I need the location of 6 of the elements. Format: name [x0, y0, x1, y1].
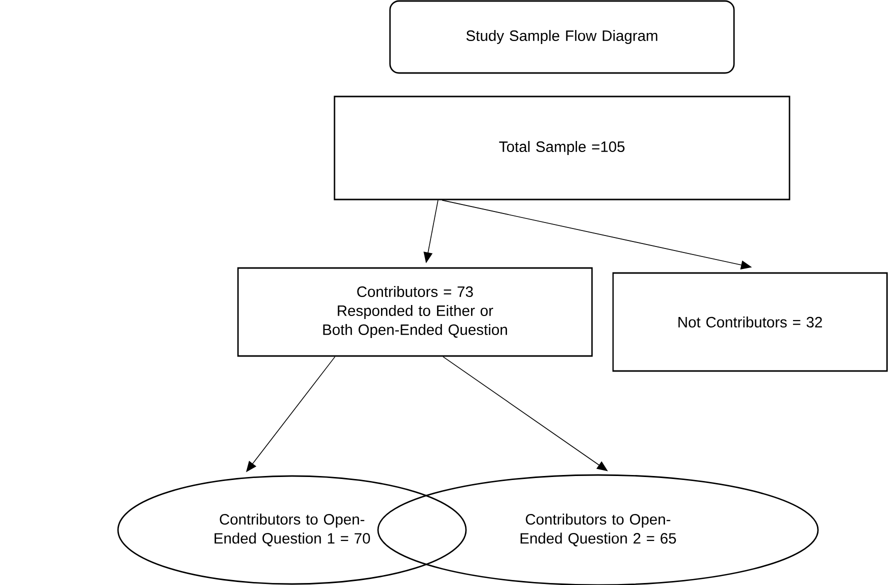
ellipse-node: Contributors to Open-Ended Question 1 = 70 [117, 475, 467, 585]
process-box: Total Sample =105 [334, 96, 790, 200]
title-box: Study Sample Flow Diagram [389, 0, 735, 74]
process-box: Contributors = 73 Responded to Either or Both Open-Ended Question [237, 267, 593, 357]
arrow [442, 356, 608, 472]
process-box: Not Contributors = 32 [612, 272, 888, 372]
